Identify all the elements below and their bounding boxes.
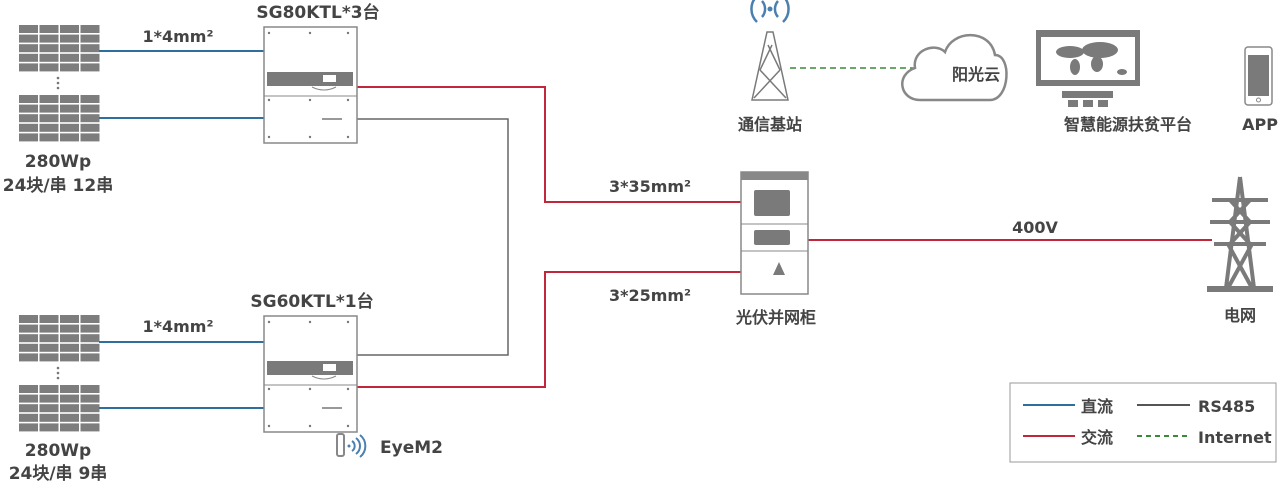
pv-panel-group-icon <box>19 25 100 72</box>
array2-config: 24块/串 9串 <box>9 463 108 484</box>
inverter-sg80ktl <box>263 26 358 144</box>
array1-power: 280Wp <box>25 152 91 172</box>
legend-dc: 直流 <box>1081 397 1113 416</box>
phone-icon <box>1244 46 1273 106</box>
pv-panel-group-icon <box>19 315 100 362</box>
eyem2-dongle-icon <box>336 433 367 458</box>
cloud-icon <box>901 33 1008 102</box>
pv-panel-group-icon <box>19 385 100 432</box>
platform-label: 智慧能源扶贫平台 <box>1064 115 1192 134</box>
ac-cable-label-2: 3*25mm² <box>609 286 691 305</box>
eyem2-label: EyeM2 <box>380 438 443 458</box>
legend-rs485: RS485 <box>1198 397 1255 416</box>
ellipsis-dots <box>56 76 60 380</box>
array1-config: 24块/串 12串 <box>3 175 113 196</box>
monitor-platform-icon <box>1036 30 1140 107</box>
rs485-cable <box>357 118 509 356</box>
transmission-tower-icon <box>1207 176 1273 292</box>
grid-label: 电网 <box>1224 306 1256 325</box>
dc-cables <box>99 50 264 409</box>
inverter1-title: SG80KTL*3台 <box>256 2 379 23</box>
grid-voltage: 400V <box>1012 218 1058 237</box>
base-station-icon <box>750 0 790 101</box>
pv-arrays <box>19 25 100 432</box>
legend-ac: 交流 <box>1081 428 1113 447</box>
legend: 直流 交流 RS485 Internet <box>1009 382 1277 463</box>
cloud-label: 阳光云 <box>952 65 1000 84</box>
app-label: APP <box>1242 115 1278 134</box>
inverter-sg60ktl <box>263 315 358 433</box>
dc-cable-label-2: 1*4mm² <box>143 317 214 336</box>
base-station-label: 通信基站 <box>738 115 802 134</box>
inverter2-title: SG60KTL*1台 <box>250 291 373 312</box>
pv-panel-group-icon <box>19 95 100 142</box>
legend-internet: Internet <box>1198 428 1272 447</box>
grid-cabinet-icon <box>740 171 809 295</box>
ac-cable-label-1: 3*35mm² <box>609 177 691 196</box>
array2-power: 280Wp <box>25 441 91 461</box>
cabinet-label: 光伏并网柜 <box>735 308 816 327</box>
dc-cable-label-1: 1*4mm² <box>143 27 214 46</box>
ac-cables <box>357 86 1212 388</box>
